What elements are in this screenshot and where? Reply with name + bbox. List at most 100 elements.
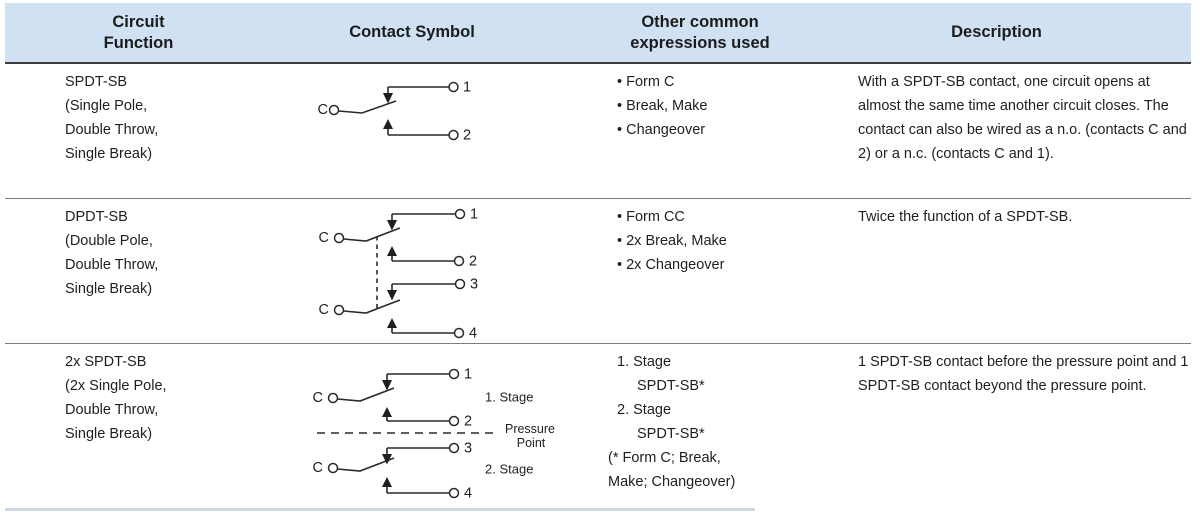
header-contact-symbol: Contact Symbol xyxy=(300,22,600,43)
terminal-2-label: 2 xyxy=(463,128,471,144)
header-contact-symbol-label: Contact Symbol xyxy=(349,23,475,41)
function-name: SPDT-SB xyxy=(65,74,128,90)
lever-wire xyxy=(337,387,395,402)
stage-1-annotation: 1. Stage xyxy=(485,390,533,405)
2x-spdt-sb-schematic: C 1 xyxy=(313,367,556,502)
up-arrow-icon xyxy=(382,477,392,487)
header-circuit-function: Circuit Function xyxy=(5,12,300,54)
expression-item: 2. Stage xyxy=(617,402,672,418)
contact-symbol-cell: C 1 xyxy=(300,344,600,508)
lever-wire xyxy=(343,299,401,314)
pressure-point-annotation: Pressure xyxy=(505,422,555,436)
terminal-4-label: 4 xyxy=(469,326,477,342)
contact-2-branch: 2 xyxy=(382,407,472,430)
function-name-detail: Double Throw, xyxy=(65,122,159,138)
contact-2-branch: 2 xyxy=(387,246,477,270)
terminal-4-label: 4 xyxy=(464,486,472,502)
description-cell: With a SPDT-SB contact, one circuit open… xyxy=(858,74,1187,162)
terminal-1-label: 1 xyxy=(464,367,472,383)
lever-wire xyxy=(337,457,395,472)
spdt-sb-schematic: C 1 xyxy=(318,80,472,144)
expression-item: SPDT-SB* xyxy=(637,378,705,394)
down-arrow-icon xyxy=(387,220,397,231)
expression-item: • 2x Changeover xyxy=(617,257,725,273)
contact-1-branch: 1 xyxy=(383,80,471,104)
expression-item: 1. Stage xyxy=(617,354,672,370)
function-name-detail: Double Throw, xyxy=(65,257,159,273)
expression-item: • Changeover xyxy=(617,122,706,138)
header-description-label: Description xyxy=(951,23,1042,41)
table-bottom-edge xyxy=(5,508,755,511)
table-row-2x-spdt-sb: 2x SPDT-SB (2x Single Pole, Double Throw… xyxy=(5,344,1191,508)
contact-symbol-cell: C 1 xyxy=(300,199,600,343)
terminal-3-label: 3 xyxy=(464,441,472,457)
pressure-point-annotation: Point xyxy=(517,436,546,450)
contact-2-branch: 2 xyxy=(383,119,471,144)
expression-footnote: (* Form C; Break, xyxy=(608,450,721,466)
function-name-detail: (2x Single Pole, xyxy=(65,378,167,394)
expression-item: • 2x Break, Make xyxy=(617,233,727,249)
c-terminal-label: C xyxy=(319,302,329,318)
function-name: DPDT-SB xyxy=(65,209,128,225)
down-arrow-icon xyxy=(383,93,393,104)
stage-1-common: C xyxy=(313,387,395,406)
function-name-detail: Single Break) xyxy=(65,146,153,162)
down-arrow-icon xyxy=(387,290,397,301)
expressions-cell: • Form C • Break, Make • Changeover xyxy=(600,64,858,198)
lever-wire xyxy=(343,227,401,242)
c-terminal-label: C xyxy=(319,230,329,246)
terminal-1-label: 1 xyxy=(463,80,471,96)
function-name-detail: (Single Pole, xyxy=(65,98,148,114)
function-name-detail: (Double Pole, xyxy=(65,233,153,249)
circuit-function-cell: DPDT-SB (Double Pole, Double Throw, Sing… xyxy=(5,199,300,343)
common-terminal: C xyxy=(318,100,397,118)
description-cell: 1 SPDT-SB contact before the pressure po… xyxy=(858,354,1189,394)
up-arrow-icon xyxy=(382,407,392,417)
circuit-function-cell: SPDT-SB (Single Pole, Double Throw, Sing… xyxy=(5,64,300,198)
pole-2-common: C xyxy=(319,299,401,318)
table-row-spdt-sb: SPDT-SB (Single Pole, Double Throw, Sing… xyxy=(5,64,1191,199)
up-arrow-icon xyxy=(387,246,397,256)
lever-wire xyxy=(338,100,397,114)
header-description: Description xyxy=(858,22,1191,43)
terminal-2-label: 2 xyxy=(469,254,477,270)
contact-1-branch: 1 xyxy=(387,207,478,231)
expression-item: • Form C xyxy=(617,74,675,90)
c-terminal-label: C xyxy=(313,460,323,476)
expression-item: SPDT-SB* xyxy=(637,426,705,442)
expressions-cell: • Form CC • 2x Break, Make • 2x Changeov… xyxy=(600,199,858,343)
up-arrow-icon xyxy=(387,318,397,328)
contact-3-branch: 3 xyxy=(382,441,472,465)
expression-item: • Form CC xyxy=(617,209,685,225)
contact-4-branch: 4 xyxy=(387,318,477,342)
pole-1-common: C xyxy=(319,227,401,246)
c-terminal-label: C xyxy=(318,102,328,118)
function-name-detail: Double Throw, xyxy=(65,402,159,418)
expression-item: • Break, Make xyxy=(617,98,708,114)
function-name: 2x SPDT-SB xyxy=(65,354,147,370)
stage-2-annotation: 2. Stage xyxy=(485,462,533,477)
terminal-1-label: 1 xyxy=(470,207,478,223)
dpdt-sb-schematic: C 1 xyxy=(319,207,479,342)
contact-4-branch: 4 xyxy=(382,477,472,502)
header-other-expressions-label: Other common expressions used xyxy=(630,12,770,52)
contact-1-branch: 1 xyxy=(382,367,472,391)
table-header-row: Circuit Function Contact Symbol Other co… xyxy=(5,3,1191,64)
up-arrow-icon xyxy=(383,119,393,129)
down-arrow-icon xyxy=(382,380,392,391)
circuit-function-cell: 2x SPDT-SB (2x Single Pole, Double Throw… xyxy=(5,344,300,508)
circuit-function-table: Circuit Function Contact Symbol Other co… xyxy=(5,3,1191,508)
table-row-dpdt-sb: DPDT-SB (Double Pole, Double Throw, Sing… xyxy=(5,199,1191,344)
expression-footnote: Make; Changeover) xyxy=(608,474,736,490)
terminal-3-label: 3 xyxy=(470,277,478,293)
contact-3-branch: 3 xyxy=(387,277,478,301)
terminal-2-label: 2 xyxy=(464,414,472,430)
function-name-detail: Single Break) xyxy=(65,281,153,297)
description-cell: Twice the function of a SPDT-SB. xyxy=(858,209,1073,225)
contact-symbol-cell: C 1 xyxy=(300,64,600,198)
header-other-expressions: Other common expressions used xyxy=(600,12,858,54)
down-arrow-icon xyxy=(382,454,392,465)
expressions-cell: 1. Stage SPDT-SB* 2. Stage SPDT-SB* (* F… xyxy=(600,344,858,508)
function-name-detail: Single Break) xyxy=(65,426,153,442)
